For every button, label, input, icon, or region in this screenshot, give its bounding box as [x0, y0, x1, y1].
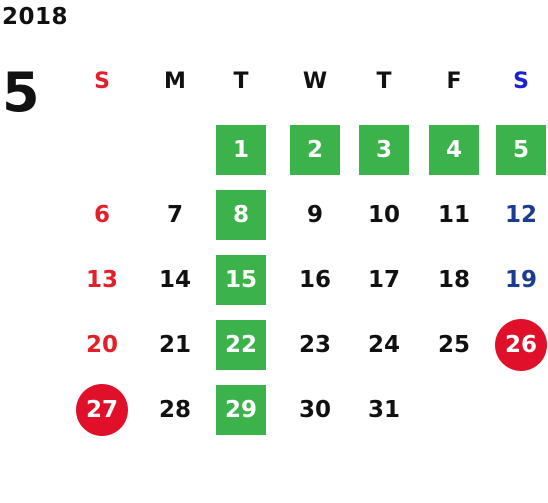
day-number: 31: [367, 397, 400, 423]
day-28[interactable]: 28: [145, 385, 205, 435]
day-number: 29: [224, 397, 257, 423]
day-number: 3: [375, 137, 392, 163]
day-number: 25: [437, 332, 470, 358]
day-number: 8: [232, 202, 249, 228]
day-29[interactable]: 29: [211, 385, 271, 435]
day-number: 15: [224, 267, 257, 293]
day-number: 23: [298, 332, 331, 358]
day-7[interactable]: 7: [145, 190, 205, 240]
day-number: 1: [232, 137, 249, 163]
day-number: 5: [512, 137, 529, 163]
day-9[interactable]: 9: [285, 190, 345, 240]
day-number: 6: [93, 202, 110, 228]
day-number: 14: [158, 267, 191, 293]
weekday-tuesday: T: [233, 68, 249, 94]
holiday-marker: [359, 125, 409, 175]
day-22[interactable]: 22: [211, 320, 271, 370]
day-number: 21: [158, 332, 191, 358]
day-number: 19: [504, 267, 537, 293]
day-8[interactable]: 8: [211, 190, 271, 240]
event-marker: [495, 319, 547, 371]
day-number: 9: [306, 202, 323, 228]
weekday-monday: M: [164, 68, 186, 94]
holiday-marker: [216, 190, 266, 240]
holiday-marker: [429, 125, 479, 175]
day-20[interactable]: 20: [72, 320, 132, 370]
holiday-marker: [216, 320, 266, 370]
day-19[interactable]: 19: [491, 255, 548, 305]
weekday-friday: F: [446, 68, 462, 94]
day-number: 28: [158, 397, 191, 423]
day-12[interactable]: 12: [491, 190, 548, 240]
day-6[interactable]: 6: [72, 190, 132, 240]
day-3[interactable]: 3: [354, 125, 414, 175]
day-number: 4: [445, 137, 462, 163]
day-number: 11: [437, 202, 470, 228]
day-5[interactable]: 5: [491, 125, 548, 175]
holiday-marker: [216, 125, 266, 175]
day-number: 2: [306, 137, 323, 163]
event-marker: [76, 384, 128, 436]
day-number: 16: [298, 267, 331, 293]
day-number: 20: [85, 332, 118, 358]
day-23[interactable]: 23: [285, 320, 345, 370]
weekday-thursday: T: [376, 68, 392, 94]
day-14[interactable]: 14: [145, 255, 205, 305]
day-11[interactable]: 11: [424, 190, 484, 240]
day-21[interactable]: 21: [145, 320, 205, 370]
day-24[interactable]: 24: [354, 320, 414, 370]
day-13[interactable]: 13: [72, 255, 132, 305]
day-number: 12: [504, 202, 537, 228]
day-26[interactable]: 26: [491, 319, 548, 371]
holiday-marker: [290, 125, 340, 175]
day-number: 27: [85, 397, 118, 423]
day-number: 22: [224, 332, 257, 358]
day-number: 26: [504, 332, 537, 358]
month-label: 5: [2, 61, 40, 124]
day-number: 13: [85, 267, 118, 293]
day-2[interactable]: 2: [285, 125, 345, 175]
day-number: 30: [298, 397, 331, 423]
day-number: 7: [166, 202, 183, 228]
weekday-sunday: S: [94, 68, 110, 94]
day-25[interactable]: 25: [424, 320, 484, 370]
day-10[interactable]: 10: [354, 190, 414, 240]
day-number: 10: [367, 202, 400, 228]
holiday-marker: [496, 125, 546, 175]
day-1[interactable]: 1: [211, 125, 271, 175]
day-17[interactable]: 17: [354, 255, 414, 305]
day-number: 24: [367, 332, 400, 358]
day-18[interactable]: 18: [424, 255, 484, 305]
holiday-marker: [216, 255, 266, 305]
day-27[interactable]: 27: [72, 384, 132, 436]
day-15[interactable]: 15: [211, 255, 271, 305]
day-30[interactable]: 30: [285, 385, 345, 435]
year-label: 2018: [2, 4, 69, 30]
holiday-marker: [216, 385, 266, 435]
day-16[interactable]: 16: [285, 255, 345, 305]
day-4[interactable]: 4: [424, 125, 484, 175]
day-number: 17: [367, 267, 400, 293]
weekday-wednesday: W: [302, 68, 328, 94]
day-31[interactable]: 31: [354, 385, 414, 435]
weekday-saturday: S: [513, 68, 529, 94]
day-number: 18: [437, 267, 470, 293]
